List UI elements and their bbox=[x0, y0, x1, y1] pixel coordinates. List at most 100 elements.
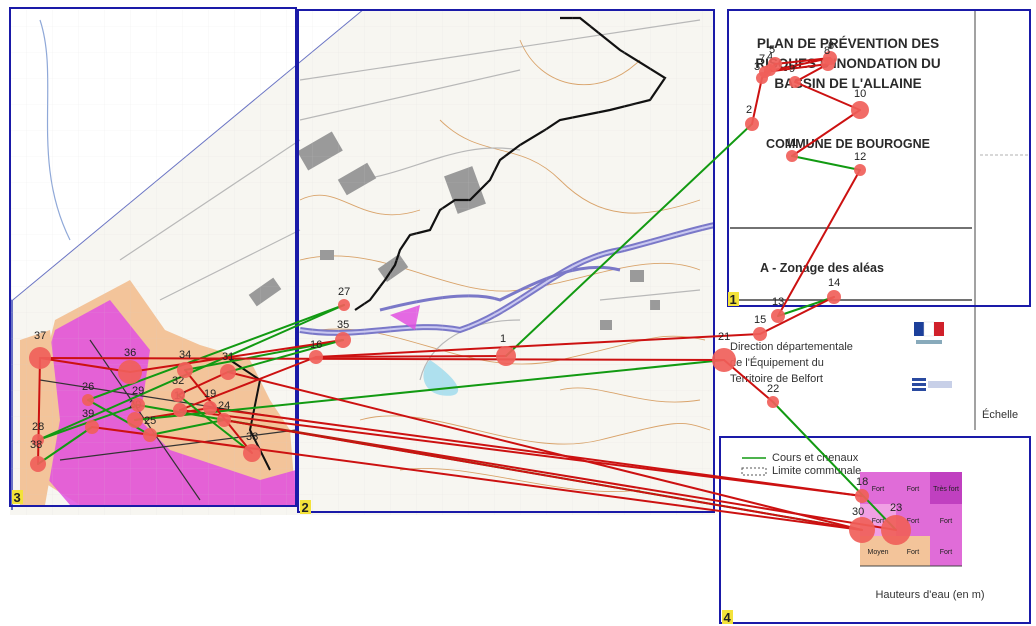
matrix-cell-9 bbox=[930, 536, 962, 566]
fixation-point-30 bbox=[849, 517, 875, 543]
fixation-label-7: 7 bbox=[759, 53, 765, 65]
saccade-12-to-13 bbox=[777, 169, 861, 317]
fixation-label-6: 6 bbox=[828, 40, 834, 52]
matrix-cell-3 bbox=[930, 472, 962, 504]
fixation-label-2: 2 bbox=[746, 104, 752, 116]
fixation-label-14: 14 bbox=[828, 277, 840, 289]
saccade-14-to-15 bbox=[759, 296, 835, 335]
matrix-label-4: Fort bbox=[872, 518, 885, 525]
aoi-region-tag-3 bbox=[12, 490, 23, 504]
saccade-22-to-23 bbox=[772, 401, 897, 531]
matrix-axis-caption: Hauteurs d'eau (en m) bbox=[875, 589, 984, 601]
saccade-32-to-33 bbox=[177, 394, 253, 454]
fixation-point-7 bbox=[759, 66, 771, 78]
aoi-region-label-4: 4 bbox=[724, 610, 732, 625]
plan-title-line-1: PLAN DE PRÉVENTION DES bbox=[757, 36, 939, 51]
legend-line-1: Cours et chenaux bbox=[772, 452, 859, 464]
fixation-point-34 bbox=[177, 362, 193, 378]
saccade-31-to-32 bbox=[177, 371, 229, 396]
fixation-point-36 bbox=[118, 360, 142, 384]
saccade-39-to-30 bbox=[91, 426, 863, 531]
fixation-label-24: 24 bbox=[218, 400, 230, 412]
fixation-label-23: 23 bbox=[890, 502, 902, 514]
aoi-region-4 bbox=[719, 436, 1031, 624]
legend-line-2: Limite communale bbox=[772, 465, 861, 477]
fixation-label-37: 37 bbox=[34, 330, 46, 342]
fixation-point-20 bbox=[127, 412, 143, 428]
fixation-label-18: 18 bbox=[856, 476, 868, 488]
saccade-16-to-17 bbox=[179, 356, 317, 411]
fixation-point-22 bbox=[767, 396, 779, 408]
fixation-label-21: 21 bbox=[718, 331, 730, 343]
saccade-24-to-30 bbox=[223, 419, 863, 531]
fixation-label-34: 34 bbox=[179, 349, 191, 361]
matrix-label-6: Fort bbox=[940, 518, 953, 525]
fixation-point-32 bbox=[171, 388, 185, 402]
fixation-point-18 bbox=[855, 489, 869, 503]
fixation-label-9: 9 bbox=[789, 63, 795, 75]
map-grid bbox=[10, 10, 715, 515]
fixation-point-33 bbox=[243, 444, 261, 462]
matrix-cell-2 bbox=[896, 472, 930, 504]
aoi-region-2 bbox=[297, 9, 715, 513]
aoi-region-tag-4 bbox=[722, 610, 733, 624]
fixation-label-22: 22 bbox=[767, 383, 779, 395]
aoi-region-label-3: 3 bbox=[14, 490, 21, 505]
fixation-label-3: 3 bbox=[754, 61, 760, 73]
fixation-point-19 bbox=[203, 401, 217, 415]
matrix-label-9: Fort bbox=[940, 549, 953, 556]
fixation-point-29 bbox=[131, 398, 145, 412]
fixation-label-11: 11 bbox=[786, 137, 797, 149]
matrix-label-8: Fort bbox=[907, 549, 920, 556]
saccade-25-to-26 bbox=[87, 399, 151, 436]
direction-line-2: de l'Équipement du bbox=[730, 356, 824, 369]
saccade-11-to-12 bbox=[791, 155, 861, 171]
direction-line-1: Direction départementale bbox=[730, 341, 853, 353]
fixation-point-11 bbox=[786, 150, 798, 162]
direction-line-3: Territoire de Belfort bbox=[730, 373, 823, 385]
saccade-37-to-38 bbox=[37, 357, 41, 465]
fixation-points: 1234567891011121314151617181920212223242… bbox=[29, 40, 911, 545]
saccade-paths bbox=[37, 57, 897, 531]
matrix-label-7: Moyen bbox=[867, 549, 888, 556]
saccade-16-to-1 bbox=[315, 355, 507, 358]
fixation-point-37 bbox=[29, 347, 51, 369]
saccade-33-to-34 bbox=[184, 369, 253, 454]
saccade-15-to-16 bbox=[315, 333, 761, 358]
saccade-38-to-39 bbox=[37, 426, 93, 465]
fixation-point-16 bbox=[309, 350, 323, 364]
ministry-logo bbox=[912, 378, 952, 391]
fixation-label-16: 16 bbox=[310, 339, 322, 351]
fixation-point-8 bbox=[821, 57, 835, 71]
fixation-point-39 bbox=[85, 420, 99, 434]
fixation-label-13: 13 bbox=[772, 296, 784, 308]
fixation-label-33: 33 bbox=[246, 431, 258, 443]
fixation-label-38: 38 bbox=[30, 439, 42, 451]
scale-label: Échelle bbox=[982, 408, 1018, 421]
fixation-point-14 bbox=[827, 290, 841, 304]
zonage-title: A - Zonage des aléas bbox=[760, 261, 884, 275]
fixation-point-28 bbox=[32, 434, 44, 446]
fixation-point-23 bbox=[881, 515, 911, 545]
fixation-point-12 bbox=[854, 164, 866, 176]
aoi-region-tag-1 bbox=[728, 292, 739, 306]
fixation-point-9 bbox=[789, 76, 801, 88]
saccade-21-to-37 bbox=[39, 357, 725, 361]
fixation-label-26: 26 bbox=[82, 381, 94, 393]
fixation-point-35 bbox=[335, 332, 351, 348]
fixation-label-10: 10 bbox=[854, 88, 866, 100]
fixation-label-35: 35 bbox=[337, 319, 349, 331]
aoi-region-3 bbox=[9, 7, 297, 507]
saccade-2-to-3 bbox=[751, 77, 763, 125]
saccade-35-to-36 bbox=[129, 339, 344, 373]
matrix-label-1: Fort bbox=[872, 486, 885, 493]
fixation-label-15: 15 bbox=[754, 314, 766, 326]
fixation-label-4: 4 bbox=[767, 51, 773, 63]
fixation-label-30: 30 bbox=[852, 506, 864, 518]
legend-limit-swatch bbox=[741, 467, 767, 476]
saccade-35-to-31 bbox=[227, 339, 344, 373]
saccade-36-to-37 bbox=[39, 357, 131, 373]
fixation-label-27: 27 bbox=[338, 286, 350, 298]
